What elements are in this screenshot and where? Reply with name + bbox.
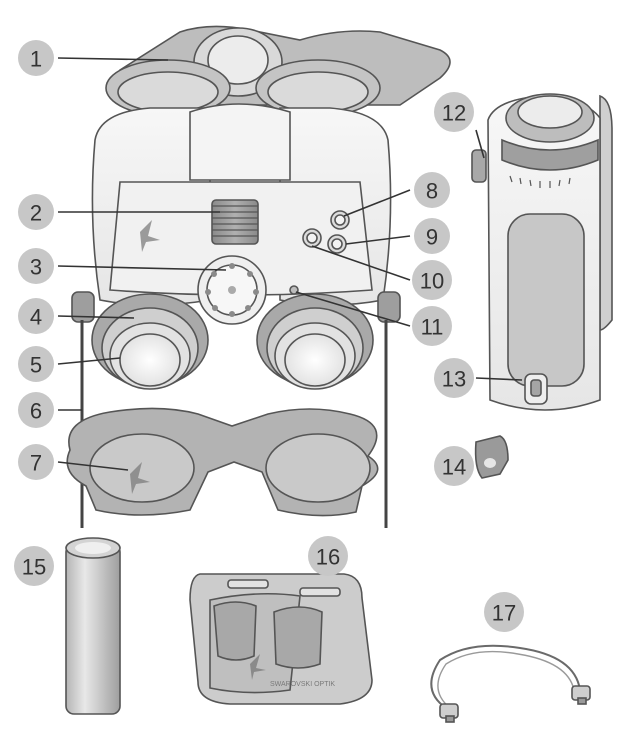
callout-1: 1 — [18, 40, 54, 76]
callout-circle — [18, 194, 54, 230]
callout-circle — [434, 358, 474, 398]
callout-number: 12 — [442, 101, 466, 126]
callout-number: 14 — [442, 455, 466, 480]
callout-circle — [18, 248, 54, 284]
callout-2: 2 — [18, 194, 54, 230]
callout-16: 16 — [308, 536, 348, 576]
callout-number: 2 — [30, 201, 42, 226]
side-view-binocular — [471, 93, 613, 411]
callout-number: 7 — [30, 451, 42, 476]
callout-number: 8 — [426, 179, 438, 204]
callout-number: 11 — [421, 315, 444, 340]
callout-circle — [414, 172, 450, 208]
callout-14: 14 — [434, 446, 474, 486]
callout-circle — [412, 260, 452, 300]
callout-number: 5 — [30, 353, 42, 378]
callout-13: 13 — [434, 358, 474, 398]
callout-8: 8 — [414, 172, 450, 208]
callout-7: 7 — [18, 444, 54, 480]
left-eyepiece — [91, 293, 209, 390]
dock-brand-label: SWAROVSKI OPTIK — [270, 681, 335, 688]
callout-circle — [14, 546, 54, 586]
callout-circle — [412, 306, 452, 346]
callout-circle — [308, 536, 348, 576]
callout-number: 9 — [426, 225, 438, 250]
eyepiece-rainguard — [66, 407, 379, 517]
callout-6: 6 — [18, 392, 54, 428]
callout-4: 4 — [18, 298, 54, 334]
callout-11: 11 — [412, 306, 452, 346]
callout-number: 6 — [30, 399, 42, 424]
battery-compartment-latch — [524, 373, 548, 405]
right-eyepiece — [256, 293, 374, 390]
binocular-body — [71, 103, 401, 528]
callout-12: 12 — [434, 92, 474, 132]
callout-circle — [18, 444, 54, 480]
mode-dial — [197, 255, 267, 325]
callout-circle — [484, 592, 524, 632]
bird-logo-icon — [250, 654, 266, 680]
callout-number: 1 — [30, 47, 42, 72]
callout-circle — [18, 346, 54, 382]
callout-17: 17 — [484, 592, 524, 632]
bird-logo-icon — [130, 462, 150, 494]
callout-number: 16 — [316, 545, 340, 570]
bird-logo-icon — [140, 220, 160, 252]
callout-circle — [18, 40, 54, 76]
callout-3: 3 — [18, 248, 54, 284]
callout-circle — [18, 392, 54, 428]
callout-circle — [414, 218, 450, 254]
callout-5: 5 — [18, 346, 54, 382]
callout-number: 10 — [420, 269, 444, 294]
strap-attachment-clip — [474, 435, 509, 479]
callout-circle — [434, 446, 474, 486]
top-buttons — [302, 210, 350, 254]
battery — [65, 537, 121, 715]
charging-dock: SWAROVSKI OPTIK — [189, 573, 373, 705]
callout-10: 10 — [412, 260, 452, 300]
objective-lens-cover — [105, 25, 451, 117]
callout-circle — [18, 298, 54, 334]
callout-number: 17 — [492, 601, 516, 626]
callout-15: 15 — [14, 546, 54, 586]
usb-cable — [430, 644, 591, 723]
callout-9: 9 — [414, 218, 450, 254]
callout-circle — [434, 92, 474, 132]
callout-number: 13 — [442, 367, 466, 392]
callout-number: 15 — [22, 555, 46, 580]
leader-lines — [57, 57, 523, 471]
focus-wheel — [211, 199, 259, 245]
callout-number: 4 — [30, 305, 42, 330]
callout-number: 3 — [30, 255, 42, 280]
